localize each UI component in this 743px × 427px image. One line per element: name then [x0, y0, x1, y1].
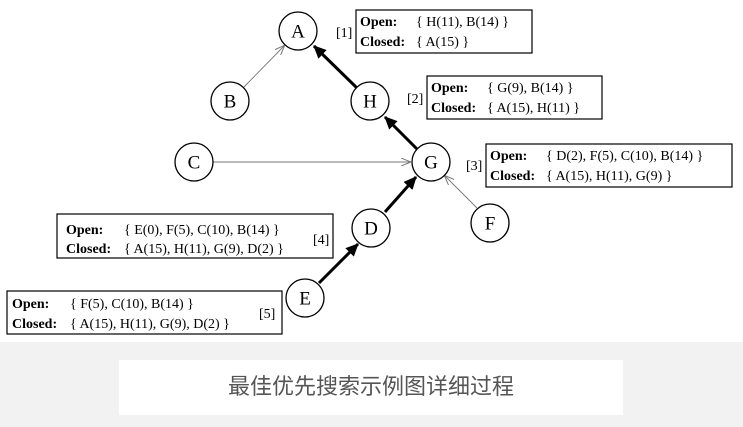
node-c: C [174, 142, 214, 182]
node-g-circle [411, 142, 451, 182]
figure-caption: 最佳优先搜索示例图详细过程 [227, 375, 514, 400]
node-d-label: D [364, 219, 378, 240]
node-f-label: F [485, 214, 496, 235]
step-3-open-label: Open: [490, 149, 527, 164]
node-f-circle [470, 203, 510, 243]
edge-e-d [317, 242, 360, 285]
step-4-box [56, 213, 334, 259]
step-5-box [6, 290, 283, 335]
step-5-number: [5] [259, 307, 275, 322]
step-5-open-list: { F(5), C(10), B(14) } [70, 297, 194, 312]
step-3-closed-label: Closed: [490, 169, 535, 184]
step-4-open-label: Open: [66, 223, 103, 238]
step-4-number: [4] [313, 233, 329, 248]
edge-b-a [243, 46, 284, 88]
node-e-label: E [299, 289, 311, 310]
step-1-open-list: { H(11), B(14) } [416, 15, 509, 30]
step-2-open-list: { G(9), B(14) } [487, 81, 574, 96]
node-c-circle [174, 142, 214, 182]
node-e-circle [285, 278, 325, 318]
step-1-open-label: Open: [360, 15, 397, 30]
step-1-number: [1] [336, 26, 352, 41]
node-a-label: A [291, 22, 305, 43]
step-2-number: [2] [407, 92, 423, 107]
node-b-circle [210, 81, 250, 121]
node-h: H [350, 81, 390, 121]
search-graph: A B H C G D F E [1] Open: { H(11), B(14)… [6, 9, 733, 335]
edges [212, 44, 478, 285]
step-2-closed-label: Closed: [431, 101, 476, 116]
edge-d-g [383, 176, 418, 213]
step-1-closed-label: Closed: [360, 35, 405, 50]
node-c-label: C [188, 153, 201, 174]
step-4-closed-list: { A(15), H(11), G(9), D(2) } [124, 242, 284, 257]
step-2: [2] Open: { G(9), B(14) } Closed: { A(15… [407, 75, 603, 120]
step-2-box [426, 75, 603, 120]
step-5-open-label: Open: [12, 297, 49, 312]
node-g: G [411, 142, 451, 182]
node-a-circle [278, 11, 318, 51]
step-1: [1] Open: { H(11), B(14) } Closed: { A(1… [336, 9, 533, 54]
node-e: E [285, 278, 325, 318]
step-3-number: [3] [466, 159, 482, 174]
node-h-circle [350, 81, 390, 121]
step-5: Open: { F(5), C(10), B(14) } Closed: { A… [6, 290, 283, 335]
step-1-closed-list: { A(15) } [416, 35, 469, 50]
step-2-closed-list: { A(15), H(11) } [487, 101, 580, 116]
caption-box: 最佳优先搜索示例图详细过程 [119, 360, 623, 415]
step-3: [3] Open: { D(2), F(5), C(10), B(14) } C… [466, 143, 733, 188]
edge-g-h [383, 115, 419, 151]
node-d-circle [351, 208, 391, 248]
node-a: A [278, 11, 318, 51]
node-b-label: B [224, 92, 237, 113]
step-3-open-list: { D(2), F(5), C(10), B(14) } [546, 149, 703, 164]
edge-f-g [445, 176, 478, 209]
edge-h-a [312, 44, 359, 90]
step-3-box [485, 143, 733, 188]
node-h-label: H [363, 92, 377, 113]
diagram-figure: A B H C G D F E [1] Open: { H(11), B(14)… [0, 0, 743, 342]
step-2-open-label: Open: [431, 81, 468, 96]
node-f: F [470, 203, 510, 243]
node-d: D [351, 208, 391, 248]
step-3-closed-list: { A(15), H(11), G(9) } [546, 169, 672, 184]
step-4: Open: { E(0), F(5), C(10), B(14) } Close… [56, 213, 334, 259]
step-4-closed-label: Closed: [66, 242, 111, 257]
node-g-label: G [424, 153, 438, 174]
step-5-closed-list: { A(15), H(11), G(9), D(2) } [70, 317, 230, 332]
step-1-box [355, 9, 533, 54]
node-b: B [210, 81, 250, 121]
step-4-open-list: { E(0), F(5), C(10), B(14) } [124, 223, 280, 238]
step-5-closed-label: Closed: [12, 317, 57, 332]
